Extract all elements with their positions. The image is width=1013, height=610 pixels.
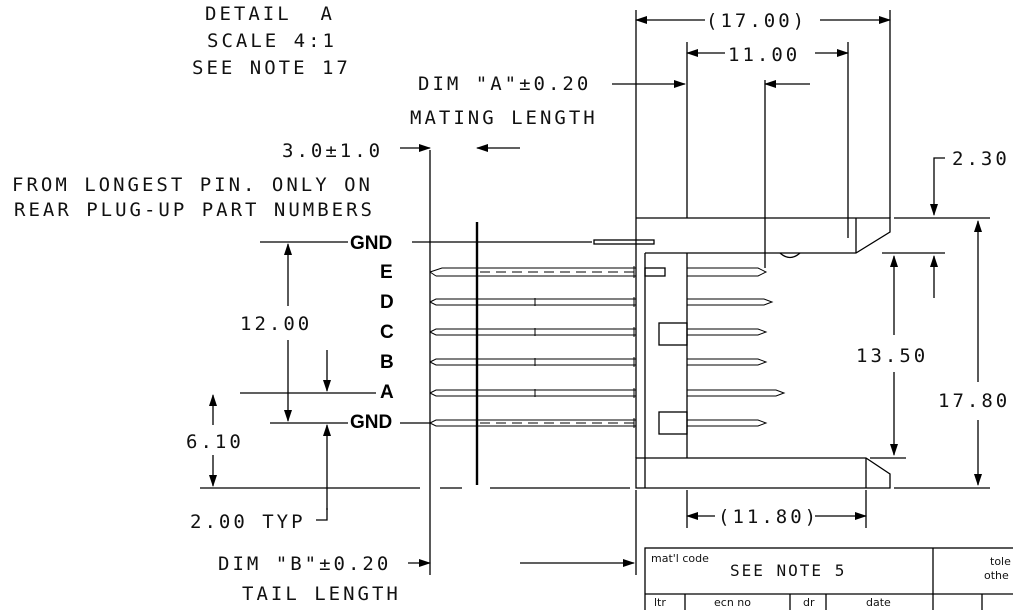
dim-a-text: DIM "A"±0.20	[418, 73, 591, 95]
pin-gnd-bottom-tail	[429, 419, 636, 427]
pin-label-gnd-top: GND	[350, 233, 392, 254]
dim-11-00-text: 11.00	[728, 44, 800, 66]
pin-gnd-top	[593, 239, 655, 245]
body-latch-lower	[658, 411, 688, 435]
tol-3-0-text: 3.0±1.0	[282, 140, 383, 162]
note-longest-pin-1: FROM LONGEST PIN. ONLY ON	[12, 174, 373, 196]
tolerance-label-2: othe	[984, 569, 1009, 582]
pin-label-d: D	[380, 292, 394, 313]
pin-mating-ends	[633, 266, 786, 428]
pin-d-tail	[429, 298, 636, 306]
pin-label-b: B	[380, 352, 394, 373]
body-housing	[635, 218, 688, 458]
pin-label-a: A	[380, 382, 394, 403]
dim-11-80-text: (11.80)	[718, 506, 819, 528]
dim-13-50-text: 13.50	[856, 345, 928, 367]
connector-body	[635, 217, 891, 489]
pin-a-tail	[429, 389, 636, 397]
detail-note: SEE NOTE 17	[192, 57, 351, 79]
detail-scale: SCALE 4:1	[207, 30, 337, 52]
dim-b-text: DIM "B"±0.20	[218, 553, 391, 575]
mat-code-label: mat'l code	[651, 552, 709, 565]
pin-c-mating	[687, 328, 768, 336]
title-block-frame	[644, 547, 1013, 610]
tolerance-label-1: tole	[990, 555, 1011, 568]
col-dr: dr	[803, 596, 815, 609]
dim-2-00-leader	[316, 508, 328, 521]
dim-12-00-text: 12.00	[240, 313, 312, 335]
detail-title: DETAIL A	[205, 3, 335, 25]
pin-tails	[429, 222, 655, 485]
pin-b-mating	[687, 358, 768, 366]
tail-length-text: TAIL LENGTH	[242, 583, 401, 605]
body-latch-center	[658, 322, 688, 346]
body-contact-bump	[779, 252, 801, 259]
pin-a-mating	[687, 389, 786, 397]
dim-17-80-text: 17.80	[938, 390, 1010, 412]
dim-6-10-text: 6.10	[186, 431, 244, 453]
pin-label-e: E	[380, 262, 393, 283]
pin-e-mating	[687, 267, 768, 277]
dim-17-00-text: (17.00)	[706, 10, 807, 32]
mat-code-value: SEE NOTE 5	[730, 561, 846, 580]
pin-b-tail	[429, 358, 636, 366]
pin-d-mating	[687, 298, 774, 306]
dim-2-00-text: 2.00 TYP	[190, 511, 306, 533]
dim-2-30-leader	[930, 157, 945, 216]
body-rib-upper	[644, 267, 666, 277]
pin-label-gnd-bottom: GND	[350, 412, 392, 433]
col-date: date	[866, 596, 891, 609]
col-ecn-no: ecn no	[714, 596, 751, 609]
mating-length-text: MATING LENGTH	[410, 107, 598, 129]
dim-2-30-text: 2.30	[952, 148, 1010, 170]
col-ltr: ltr	[654, 596, 666, 609]
body-top-shroud	[636, 217, 891, 254]
pin-c-tail	[429, 328, 636, 336]
title-block: mat'l code SEE NOTE 5 tole othe ltr ecn …	[644, 547, 1013, 610]
pin-label-c: C	[380, 322, 394, 343]
pin-e-tail	[429, 267, 636, 277]
body-bottom-shroud	[635, 457, 891, 489]
pin-gnd-bottom-mating	[687, 419, 768, 427]
note-longest-pin-2: REAR PLUG-UP PART NUMBERS	[14, 199, 375, 221]
